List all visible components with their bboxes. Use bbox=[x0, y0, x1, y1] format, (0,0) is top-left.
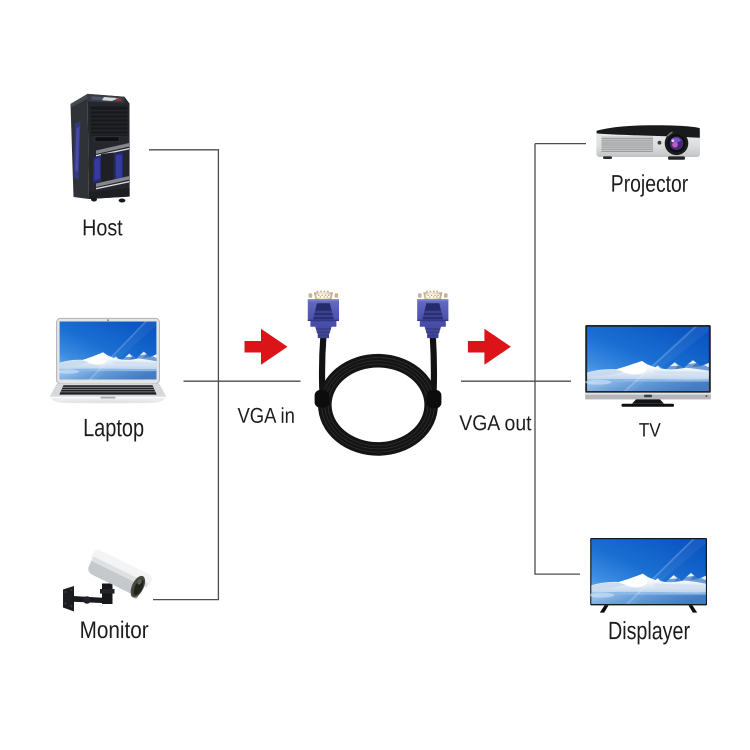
svg-text:Laptop: Laptop bbox=[83, 414, 144, 442]
svg-text:Projector: Projector bbox=[611, 171, 688, 198]
svg-text:TV: TV bbox=[639, 419, 661, 441]
svg-text:Host: Host bbox=[82, 214, 123, 240]
svg-text:VGA out: VGA out bbox=[459, 411, 531, 435]
svg-text:VGA in: VGA in bbox=[237, 404, 295, 428]
svg-text:Displayer: Displayer bbox=[608, 617, 690, 645]
svg-text:Monitor: Monitor bbox=[80, 617, 149, 644]
